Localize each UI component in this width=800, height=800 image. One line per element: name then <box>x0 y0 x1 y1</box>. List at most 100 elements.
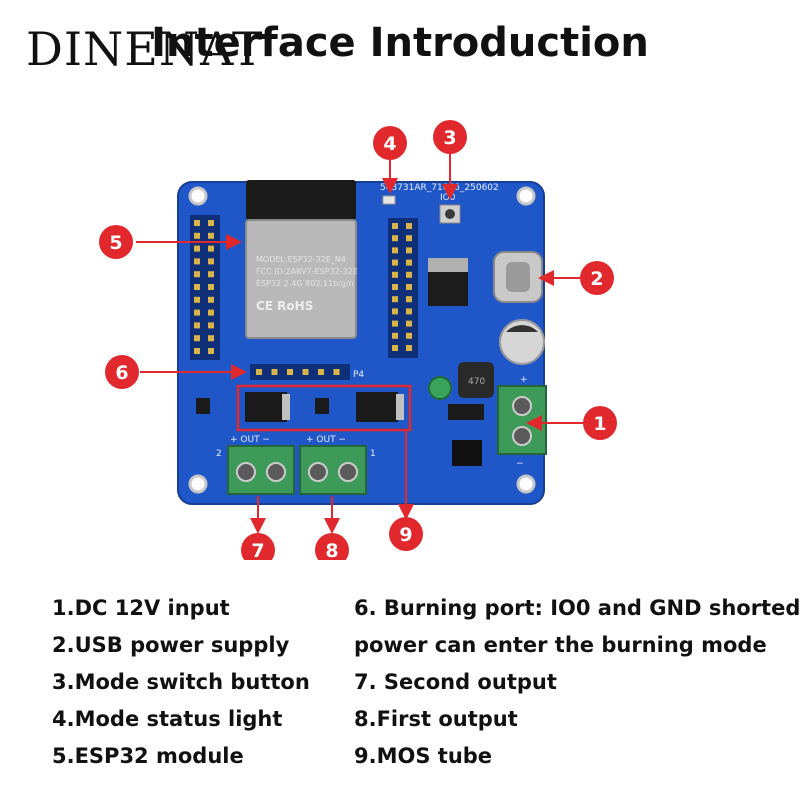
header-pin <box>392 284 398 290</box>
header-pin <box>194 296 200 303</box>
page-title: Interface Introduction <box>151 20 649 66</box>
header-pin <box>194 232 200 239</box>
burning-port-pin <box>333 369 340 375</box>
legend-item-9: 9.MOS tube <box>354 744 493 768</box>
legend-item-3: 3.Mode switch button <box>52 670 310 694</box>
header-pin <box>392 235 398 242</box>
legend-item-1: 1.DC 12V input <box>52 596 230 620</box>
callout-8: 8 <box>315 533 349 560</box>
regulator <box>428 272 468 306</box>
callout-number-4: 4 <box>383 133 396 155</box>
mos-highlight-box <box>236 384 412 432</box>
callout-number-8: 8 <box>325 540 338 560</box>
header-pin <box>406 259 412 266</box>
inductor-label: 470 <box>468 377 485 387</box>
legend-item-6: 6. Burning port: IO0 and GND shorted <box>354 596 800 620</box>
header-pin <box>194 220 200 226</box>
header-pin <box>392 259 398 266</box>
burning-port-pin <box>271 369 278 375</box>
header-pin <box>406 235 412 242</box>
pcb-out2-label: + OUT − <box>230 435 270 445</box>
header-pin <box>208 309 214 316</box>
module-label-3: ESP32 2.4G 802.11b/g/n <box>256 279 354 288</box>
callout-number-2: 2 <box>590 268 603 290</box>
header-pin <box>406 223 412 229</box>
header-pin <box>208 232 214 239</box>
header-pin <box>406 320 412 327</box>
pcb-1-label: 1 <box>370 449 376 459</box>
regulator-tab <box>428 258 468 272</box>
brand-logo: DINENAT <box>26 22 264 76</box>
diode <box>448 404 484 420</box>
callout-9: 9 <box>389 517 423 551</box>
header-pin <box>208 245 214 252</box>
small-capacitor <box>428 376 452 400</box>
mount-hole-tl <box>188 186 208 206</box>
header-pin <box>208 271 214 278</box>
module-label-4: CE RoHS <box>256 299 313 313</box>
header-pin <box>406 308 412 315</box>
pcb-plus-label: + <box>520 375 528 385</box>
pcb-out1-label: + OUT − <box>306 435 346 445</box>
esp32-antenna <box>246 180 356 220</box>
header-pin <box>194 322 200 329</box>
burning-port-header <box>250 364 350 380</box>
legend-left: 1.DC 12V input 2.USB power supply 3.Mode… <box>52 590 310 775</box>
header-pin <box>392 247 398 254</box>
legend-item-6-cont: power can enter the burning mode <box>354 633 767 657</box>
burning-port-pin <box>256 369 262 375</box>
header-pin <box>406 284 412 290</box>
mount-hole-tr <box>516 186 536 206</box>
board-diagram: 543731AR_71066_250602 MODEL:ESP32-32E_N4… <box>99 120 617 560</box>
header-pin <box>208 296 214 303</box>
callout-number-7: 7 <box>251 540 264 560</box>
status-led <box>382 195 396 205</box>
callout-number-6: 6 <box>115 362 128 384</box>
module-label-2: FCC ID:2A8V7-ESP32-32E <box>256 267 358 276</box>
header-pin <box>194 258 200 265</box>
callout-7: 7 <box>241 533 275 560</box>
callout-number-9: 9 <box>399 524 412 546</box>
legend-item-8: 8.First output <box>354 707 518 731</box>
esp32-module <box>245 219 357 339</box>
header-pin <box>194 348 200 354</box>
inductor <box>458 362 494 398</box>
header-pin <box>194 271 200 278</box>
header-pin <box>194 284 200 290</box>
callout-number-1: 1 <box>593 413 606 435</box>
module-label-1: MODEL:ESP32-32E_N4 <box>256 255 346 264</box>
mount-hole-bl <box>188 474 208 494</box>
legend-item-7: 7. Second output <box>354 670 557 694</box>
pcb-2-label: 2 <box>216 449 222 459</box>
callout-2: 2 <box>580 261 614 295</box>
mos-tube-right <box>356 392 398 422</box>
header-pin <box>406 296 412 303</box>
driver-ic <box>452 440 482 466</box>
header-pin <box>194 309 200 316</box>
mode-button-cap <box>445 209 455 219</box>
header-pin <box>406 345 412 351</box>
burning-port-pin <box>287 369 293 375</box>
header-pin <box>406 247 412 254</box>
callout-3: 3 <box>433 120 467 154</box>
header-pin <box>208 348 214 354</box>
legend-item-4: 4.Mode status light <box>52 707 283 731</box>
header-pin <box>406 271 412 278</box>
pcb-minus-label: − <box>516 459 524 469</box>
header-pin <box>208 322 214 329</box>
header-pin <box>392 271 398 278</box>
header-pin <box>194 335 200 342</box>
header-pin <box>208 220 214 226</box>
header-pin <box>208 258 214 265</box>
header-pin <box>392 308 398 315</box>
mount-hole-br <box>516 474 536 494</box>
header-pin <box>406 332 412 339</box>
callout-1: 1 <box>583 406 617 440</box>
header-pin <box>208 284 214 290</box>
header-pin <box>208 335 214 342</box>
callout-4: 4 <box>373 126 407 160</box>
header-pin <box>392 320 398 327</box>
legend-item-2: 2.USB power supply <box>52 633 290 657</box>
pcb-p4-label: P4 <box>353 370 364 380</box>
pcb-io0-label: IO0 <box>440 193 456 203</box>
